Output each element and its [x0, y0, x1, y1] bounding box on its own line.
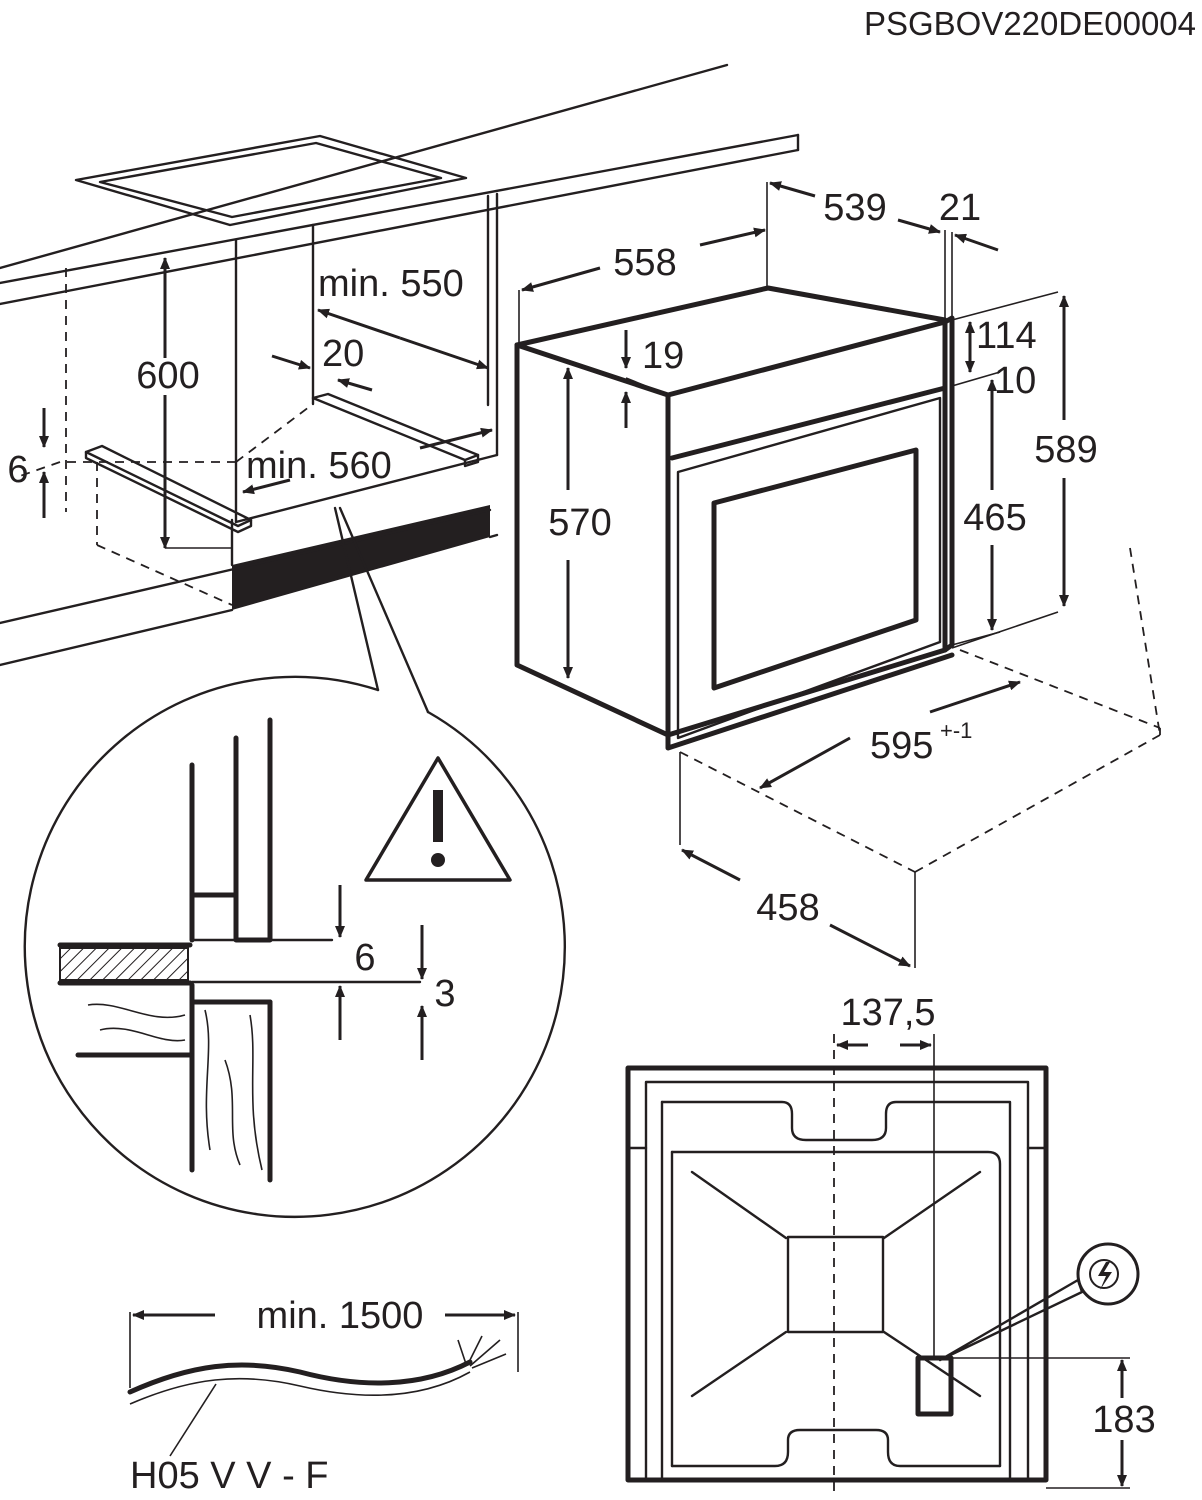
- oven-back-view: 137,5 183: [625, 992, 1156, 1498]
- back-height-label: 183: [1092, 1399, 1155, 1441]
- cable-length-label: min. 1500: [257, 1295, 424, 1337]
- drawing-code: PSGBOV220DE00004: [864, 5, 1196, 42]
- detail-callout: 6 3: [23, 506, 567, 1219]
- niche-gap-label: 20: [322, 333, 364, 375]
- oven-panel-label: 114: [976, 315, 1037, 357]
- oven-dimensions: 558 539 21 19 570 114 10 465 589: [518, 181, 1161, 968]
- oven-height-total-label: 589: [1034, 429, 1097, 471]
- niche-height-label: 600: [136, 355, 199, 397]
- detail-clearance-b-label: 3: [434, 973, 455, 1015]
- detail-clearance-a-label: 6: [354, 937, 375, 979]
- power-cable: min. 1500 H05 V V - F: [127, 1295, 519, 1497]
- oven-body-height-label: 570: [548, 502, 611, 544]
- oven-door-height-label: 465: [963, 497, 1026, 539]
- electrical-connection-icon: [1076, 1242, 1140, 1306]
- oven-front-label: 21: [939, 187, 981, 229]
- oven-body-depth-label: 539: [823, 187, 886, 229]
- oven-gap-small-label: 10: [994, 360, 1036, 402]
- oven-top-offset-label: 19: [642, 335, 684, 377]
- niche-dimensions: 600 min. 550 20 min. 560 6: [7, 257, 493, 549]
- niche-step-label: 6: [7, 449, 28, 491]
- oven-width-label: 595: [870, 725, 933, 767]
- oven-depth-total-label: 558: [613, 242, 676, 284]
- warning-icon: [364, 756, 512, 882]
- hob: [74, 134, 468, 227]
- oven-body: [514, 285, 955, 751]
- cable-type-label: H05 V V - F: [130, 1455, 329, 1497]
- niche-depth-label: min. 550: [318, 263, 464, 305]
- niche-width-label: min. 560: [246, 445, 392, 487]
- oven-width-tolerance: +-1: [940, 718, 972, 743]
- plinth-depth-label: 458: [756, 887, 819, 929]
- oven-width-value: 595: [870, 725, 933, 767]
- back-offset-label: 137,5: [840, 992, 935, 1034]
